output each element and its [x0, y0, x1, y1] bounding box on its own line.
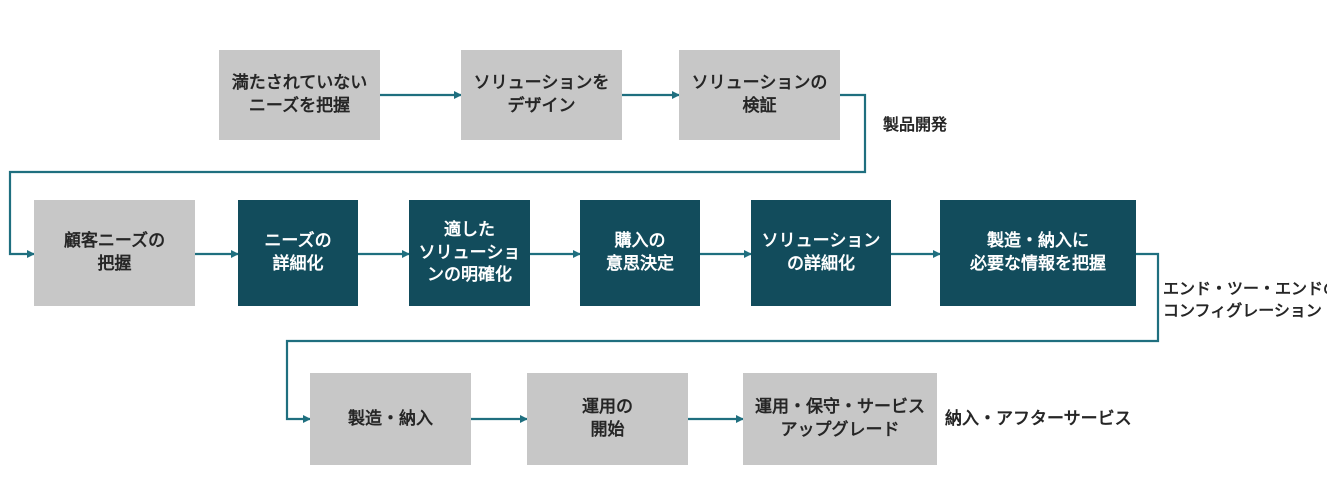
step-manufacture-deliver: 製造・納入	[310, 373, 471, 465]
step-clarify-suitable-solution: 適したソリューションの明確化	[409, 200, 530, 306]
step-line: 意思決定	[606, 254, 674, 274]
stage-label-product-development: 製品開発	[883, 115, 948, 134]
step-line: デザイン	[507, 96, 576, 116]
arrow-r2-to-r3	[285, 252, 1160, 423]
step-detail-solution: ソリューションの詳細化	[751, 200, 891, 306]
step-line: ニーズの	[264, 231, 332, 252]
step-line: 購入の	[614, 231, 666, 252]
step-line: の詳細化	[786, 254, 855, 274]
step-line: 運用・保守・サービス	[755, 397, 925, 418]
step-line: 適した	[443, 219, 495, 240]
stage-label-delivery-after-service: 納入・アフターサービス	[945, 409, 1132, 429]
step-verify-solution: ソリューションの検証	[679, 50, 840, 140]
step-line: ソリューションを	[473, 73, 610, 94]
step-line: 必要な情報を把握	[970, 254, 1106, 274]
step-design-solution: ソリューションをデザイン	[461, 50, 622, 140]
step-capture-manufacturing-info: 製造・納入に必要な情報を把握	[940, 200, 1136, 306]
step-operation-maintenance-upgrade: 運用・保守・サービスアップグレード	[743, 373, 937, 465]
step-start-operation: 運用の開始	[527, 373, 688, 465]
step-line: ニーズを把握	[248, 96, 351, 116]
step-line: ソリューショ	[418, 242, 521, 263]
step-line: 検証	[742, 96, 777, 116]
step-line: アップグレード	[780, 420, 900, 440]
step-line: 開始	[590, 420, 625, 440]
arrow-r1-to-r2	[8, 93, 867, 258]
step-line: 運用の	[582, 397, 633, 418]
step-identify-unmet-needs: 満たされていないニーズを把握	[219, 50, 380, 140]
step-understand-customer-needs: 顧客ニーズの把握	[34, 200, 195, 306]
step-line: 製造・納入	[348, 408, 433, 429]
step-detail-needs: ニーズの詳細化	[238, 200, 358, 306]
step-purchase-decision: 購入の意思決定	[580, 200, 700, 306]
stage-label-line: エンド・ツー・エンドの	[1163, 279, 1327, 298]
step-line: 顧客ニーズの	[63, 231, 166, 252]
step-line: 把握	[97, 254, 132, 274]
step-line: 製造・納入に	[987, 231, 1089, 252]
step-line: ソリューション	[761, 231, 881, 252]
stage-label-end-to-end: エンド・ツー・エンドの コンフィグレーション	[1163, 278, 1327, 323]
step-line: 詳細化	[272, 254, 324, 274]
stage-label-line: コンフィグレーション	[1163, 301, 1322, 321]
step-line: 満たされていない	[231, 73, 368, 94]
step-line: ソリューションの	[691, 73, 828, 94]
step-line: ンの明確化	[426, 265, 512, 286]
